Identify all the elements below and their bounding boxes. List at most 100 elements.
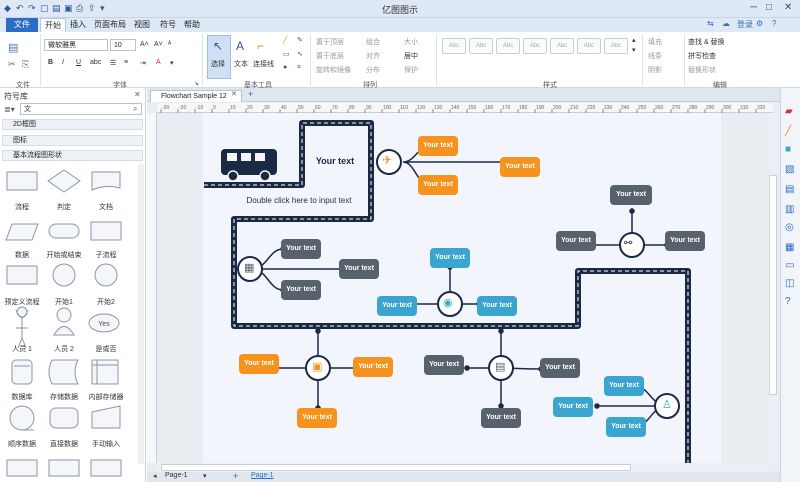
export-icon[interactable]: ⇪ [88, 3, 96, 13]
shape-manual-input[interactable] [91, 405, 121, 429]
node-teal-5[interactable]: Your text [553, 397, 593, 417]
node-orange-5[interactable]: Your text [353, 357, 393, 377]
layers-icon[interactable]: ▤ [785, 184, 795, 195]
horizontal-scroll-thumb[interactable] [161, 464, 631, 471]
shape-stored-data[interactable] [48, 359, 79, 385]
history-icon[interactable]: ◫ [785, 278, 795, 289]
spell-check-button[interactable]: 拼写检查 [688, 53, 716, 60]
cut-icon[interactable]: ✂ [8, 59, 16, 69]
bring-front-button[interactable]: 置于顶层 [316, 39, 344, 46]
help-panel-icon[interactable]: ? [785, 296, 791, 307]
style-scroll-up-icon[interactable]: ▴ [632, 37, 636, 44]
library-section-basic-flowchart[interactable]: 基本流程图形状 [2, 150, 143, 161]
share-icon[interactable]: ⇆ [707, 19, 714, 28]
node-gray-7[interactable]: Your text [424, 355, 464, 375]
junction-walk[interactable]: ♙ [654, 393, 680, 419]
font-shrink-icon[interactable]: A˅ [154, 41, 163, 48]
library-search-input[interactable]: 文 [20, 103, 142, 115]
document-tab-close-icon[interactable]: ✕ [231, 91, 237, 98]
fill-button[interactable]: 填充 [648, 39, 662, 46]
copy-icon[interactable]: ⎘ [22, 59, 30, 69]
page-dropdown-icon[interactable]: ▾ [203, 473, 207, 480]
font-launcher-icon[interactable]: ↘ [194, 81, 200, 87]
text-tool-icon[interactable]: A [236, 39, 245, 53]
indent-icon[interactable]: ⇥ [140, 60, 146, 67]
node-teal-2[interactable]: Your text [377, 296, 417, 316]
connector-tool-label[interactable]: 连接线 [253, 61, 274, 68]
document-tab[interactable]: Flowchart Sample 12 [150, 90, 242, 102]
bold-icon[interactable]: B [48, 59, 54, 66]
minimize-icon[interactable]: ─ [750, 2, 758, 13]
help-icon[interactable]: ? [772, 19, 777, 28]
node-orange-4[interactable]: Your text [239, 354, 279, 374]
node-teal-6[interactable]: Your text [606, 417, 646, 437]
active-page-tab[interactable]: Page-1 [251, 472, 274, 479]
navigator-icon[interactable]: ◎ [785, 222, 794, 233]
node-gray-6[interactable]: Your text [665, 231, 705, 251]
shadow-button[interactable]: 阴影 [648, 67, 662, 74]
main-title-text[interactable]: Your text [316, 156, 354, 166]
font-grow-icon[interactable]: A˄ [140, 41, 149, 48]
data-panel-icon[interactable]: ▦ [785, 242, 795, 253]
send-back-button[interactable]: 置于底层 [316, 53, 344, 60]
junction-car[interactable]: ◉ [437, 291, 463, 317]
shape-yes-no[interactable] [88, 313, 120, 333]
library-section-2d[interactable]: 2D框图 [2, 119, 143, 130]
style-swatch-2[interactable]: Abc [469, 38, 493, 54]
format-painter-icon[interactable]: ▰ [785, 106, 793, 117]
protect-button[interactable]: 保护 [404, 67, 418, 74]
close-icon[interactable]: ✕ [784, 2, 793, 13]
menu-symbol[interactable]: 符号 [160, 20, 176, 29]
style-scroll-down-icon[interactable]: ▾ [632, 47, 636, 54]
italic-icon[interactable]: I [62, 59, 64, 66]
comment-icon[interactable]: ▭ [785, 260, 795, 271]
distribute-button[interactable]: 分布 [366, 67, 380, 74]
shape-process[interactable] [6, 171, 38, 191]
align-button[interactable]: 对齐 [366, 53, 380, 60]
crop-tool-icon[interactable]: ⌗ [297, 64, 301, 71]
node-gray-2[interactable]: Your text [281, 280, 321, 300]
node-teal-4[interactable]: Your text [604, 376, 644, 396]
align-icon[interactable]: ☰ [110, 60, 117, 67]
font-size-select[interactable]: 10 [110, 39, 136, 51]
redo-icon[interactable]: ↷ [28, 3, 36, 13]
find-replace-button[interactable]: 查找 & 替换 [688, 39, 725, 46]
strike-icon[interactable]: abc [90, 59, 102, 66]
vertical-scroll-thumb[interactable] [769, 175, 777, 395]
menu-help[interactable]: 帮助 [184, 20, 200, 29]
junction-bus[interactable]: ▤ [488, 355, 514, 381]
text-tool-label[interactable]: 文本 [234, 61, 248, 68]
tab-home[interactable]: 开始 [40, 18, 66, 32]
ellipse-tool-icon[interactable]: ● [283, 64, 288, 71]
node-orange-6[interactable]: Your text [297, 408, 337, 428]
library-scrollbar[interactable] [138, 164, 144, 464]
settings-icon[interactable]: ⚙ [756, 19, 764, 28]
undo-icon[interactable]: ↶ [16, 3, 24, 13]
junction-boat[interactable]: ▣ [305, 355, 331, 381]
node-orange-2[interactable]: Your text [418, 175, 458, 195]
junction-airplane[interactable]: ✈ [376, 149, 402, 175]
maximize-icon[interactable]: □ [766, 2, 773, 13]
horizontal-scrollbar[interactable] [157, 463, 769, 472]
node-gray-1[interactable]: Your text [281, 239, 321, 259]
shape-data[interactable] [5, 223, 39, 241]
login-link[interactable]: 登录 [737, 20, 753, 29]
connector-tool-icon[interactable]: ⌐ [257, 39, 265, 53]
file-tab[interactable]: 文件 [6, 18, 38, 32]
line-style-icon[interactable]: ╱ [785, 126, 792, 137]
style-swatch-6[interactable]: Abc [577, 38, 601, 54]
replace-shape-button[interactable]: 替换形状 [688, 67, 716, 74]
node-orange-3[interactable]: Your text [500, 157, 540, 177]
vertical-scrollbar[interactable] [768, 113, 778, 463]
shape-start1[interactable] [52, 263, 76, 287]
shape-subprocess[interactable] [90, 221, 122, 241]
library-menu-icon[interactable]: ≣▾ [4, 105, 15, 114]
new-icon[interactable]: ▢ [40, 3, 49, 13]
shape-row7-2[interactable] [48, 459, 80, 477]
line-tool-icon[interactable]: ╱ [283, 37, 288, 44]
page-panel-icon[interactable]: ▥ [785, 204, 795, 215]
save-icon[interactable]: ▣ [64, 3, 73, 13]
node-orange-1[interactable]: Your text [418, 136, 458, 156]
center-button[interactable]: 居中 [404, 53, 418, 60]
junction-bicycle[interactable]: ⚯ [619, 232, 645, 258]
